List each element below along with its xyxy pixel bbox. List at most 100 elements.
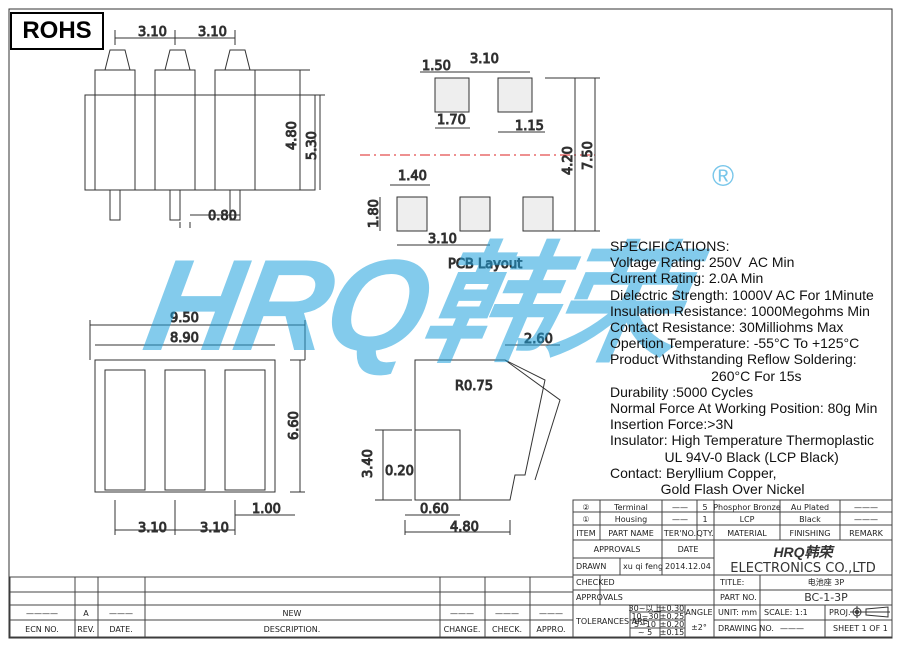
scale: SCALE: 1:1: [764, 608, 808, 617]
dim-pcb-d9: 3.10: [428, 232, 457, 247]
dim-side-radius: R0.75: [455, 379, 493, 394]
rev-header: ECN NO.: [25, 625, 59, 634]
dim-top-height1: 4.80: [285, 121, 300, 150]
dim-pcb-d2: 3.10: [470, 52, 499, 67]
dim-pcb-d8: 1.80: [367, 199, 382, 228]
dim-front-p2: 3.10: [200, 521, 229, 536]
specifications: SPECIFICATIONS: Voltage Rating: 250V AC …: [610, 238, 877, 497]
spec-line: Insulation Resistance: 1000Megohms Min: [610, 302, 870, 319]
rev-header: CHECK.: [492, 625, 522, 634]
bom-remark: ———: [854, 503, 878, 512]
dim-side-h: 3.40: [361, 449, 376, 478]
side-view: 2.60 R0.75 3.40 0.20 0.60 4.80: [361, 332, 561, 536]
rev-check: ———: [495, 609, 519, 618]
bom-header: QTY.: [697, 529, 714, 538]
rev-date: ———: [109, 609, 133, 618]
bom-material: LCP: [740, 515, 755, 524]
tolerance-range: 5~10: [634, 620, 656, 629]
spec-line: Insulator: High Temperature Thermoplasti…: [610, 432, 875, 449]
spec-line: Contact Resistance: 30Milliohms Max: [610, 319, 844, 336]
date-header: DATE: [678, 545, 699, 554]
bom-name: Housing: [615, 515, 648, 524]
dim-pcb-d4: 1.15: [515, 119, 544, 134]
approvals-label: APPROVALS: [576, 593, 623, 602]
bom-header: PART NAME: [608, 529, 654, 538]
tolerance-range: 10~30: [631, 612, 658, 621]
bom-name: Terminal: [613, 503, 648, 512]
front-view: 9.50 8.90 6.60 3.10 3.10 1.00: [89, 311, 306, 537]
rev-header: DATE.: [109, 625, 132, 634]
spec-line: 260°C For 15s: [610, 367, 802, 384]
tolerance-range: ~ 5: [638, 628, 652, 637]
angle-value: ±2°: [691, 623, 707, 632]
tolerances-label: TOLERANCES ARE: [575, 617, 648, 626]
projection-symbol-icon: [850, 606, 890, 618]
dim-pcb-d7: 1.40: [398, 169, 427, 184]
rev-header: REV.: [77, 625, 95, 634]
dim-top-pin: 0.80: [208, 209, 237, 224]
bom-header: MATERIAL: [727, 529, 767, 538]
dim-pcb-d3: 1.70: [437, 113, 466, 128]
bom-qty: 5: [702, 503, 707, 512]
spec-line: Gold Flash Over Nickel: [610, 481, 805, 498]
spec-line: Voltage Rating: 250V AC Min: [610, 254, 795, 271]
bom-ter: ——: [672, 503, 688, 512]
dim-side-b1: 0.60: [420, 502, 449, 517]
spec-line: Durability :5000 Cycles: [610, 383, 754, 400]
spec-line: Opertion Temperature: -55°C To +125°C: [610, 335, 860, 352]
drawing-no: ———: [780, 624, 804, 633]
bom-remark: ———: [854, 515, 878, 524]
sheet-number: SHEET 1 OF 1: [833, 624, 888, 633]
bom-table: ② Terminal —— 5 Phosphor Bronze Au Plate…: [576, 503, 883, 538]
rev-ecn: ————: [26, 609, 58, 618]
rohs-badge: ROHS: [10, 12, 104, 50]
pcb-layout-title: PCB Layout: [448, 257, 522, 272]
rev-description: NEW: [283, 609, 302, 618]
tolerance-value: ±0.15: [660, 628, 685, 637]
drawn-label: DRAWN: [576, 562, 606, 571]
pcb-layout: 1.50 3.10 1.70 1.15 4.20 7.50 1.40 1.80 …: [360, 52, 600, 273]
spec-line: Contact: Beryllium Copper,: [610, 464, 777, 481]
rev-letter: A: [83, 609, 89, 618]
spec-line: Product Withstanding Reflow Soldering:: [610, 351, 857, 368]
company-logo: HRQ韩荣: [773, 544, 835, 560]
tolerance-value: ±0.20: [660, 620, 685, 629]
spec-line: Normal Force At Working Position: 80g Mi…: [610, 400, 878, 417]
dim-pcb-d6: 7.50: [581, 141, 596, 170]
bom-item: ②: [582, 503, 589, 512]
title-block: APPROVALS DATE HRQ韩荣 ELECTRONICS CO.,LTD…: [575, 544, 890, 637]
checked-label: CHECKED: [576, 578, 615, 587]
title-value: 电池座 3P: [808, 577, 845, 587]
dim-side-top: 2.60: [524, 332, 553, 347]
spec-line: Insertion Force:>3N: [610, 416, 734, 433]
bom-material: Phosphor Bronze: [713, 503, 781, 512]
revision-table: ———— A ——— NEW ——— ——— ——— ECN NO. REV. …: [25, 609, 565, 634]
spec-line: UL 94V-0 Black (LCP Black): [610, 448, 839, 465]
drawing-no-label: DRAWING NO.: [718, 624, 774, 633]
rev-change: ———: [450, 609, 474, 618]
dim-side-t: 0.20: [385, 464, 414, 479]
bom-header: REMARK: [849, 529, 884, 538]
dim-pcb-d1: 1.50: [422, 59, 451, 74]
dim-pcb-d5: 4.20: [561, 146, 576, 175]
top-view: 3.10 3.10 4.80 5.30 0.80: [84, 25, 325, 228]
bom-item: ①: [582, 515, 589, 524]
drawn-date: 2014.12.04: [665, 562, 711, 571]
dim-side-b2: 4.80: [450, 520, 479, 535]
title-label: TITLE:: [719, 578, 744, 587]
bom-ter: ——: [672, 515, 688, 524]
registered-mark: ®: [712, 160, 735, 193]
tolerance-value: ±0.25: [660, 612, 685, 621]
unit: UNIT: mm: [718, 608, 757, 617]
rev-header: CHANGE.: [444, 625, 481, 634]
tolerance-range: 30~以上: [629, 604, 662, 613]
bom-header: TER'NO.: [663, 529, 696, 538]
bom-header: FINISHING: [790, 529, 831, 538]
rev-header: DESCRIPTION.: [264, 625, 321, 634]
spec-line: Dielectric Strength: 1000V AC For 1Minut…: [610, 286, 874, 303]
dim-top-pitch2: 3.10: [198, 25, 227, 40]
projection-label: PROJ.: [829, 608, 851, 617]
dim-front-w1: 9.50: [170, 311, 199, 326]
